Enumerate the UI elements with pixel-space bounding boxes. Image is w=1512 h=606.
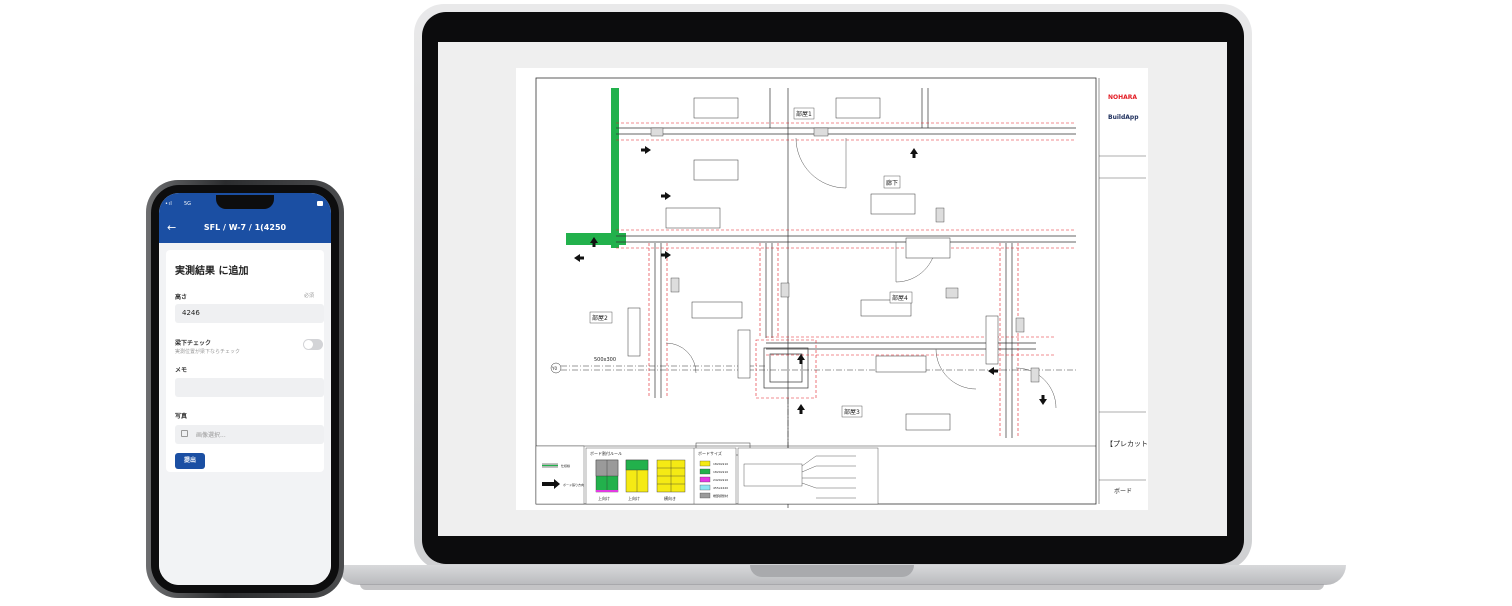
form-title: 実測結果 に追加 <box>175 266 249 277</box>
signal-icon: •ıl <box>165 201 173 207</box>
fall-check-toggle[interactable] <box>303 339 323 350</box>
room-label-corridor: 廊下 <box>886 179 898 187</box>
height-label: 高さ <box>175 294 188 301</box>
floor-plan-drawing: 500x300 Y0 X2 <box>535 77 1148 508</box>
phone-screen: •ıl 5G ← SFL / W-7 / 1(4250 実測結果 に追加 高さ … <box>159 193 331 585</box>
laptop-base-shadow <box>360 584 1324 590</box>
toggle-knob <box>304 340 313 349</box>
dynamic-island <box>216 195 274 209</box>
submit-button[interactable]: 提出 <box>175 453 205 469</box>
network-label: 5G <box>184 201 192 207</box>
battery-icon <box>317 201 323 206</box>
brand-company: NOHARA <box>1108 94 1137 101</box>
room-label-3: 部屋3 <box>844 408 860 416</box>
title-block-title: 【プレカット】 <box>1106 440 1148 448</box>
laptop-notch <box>750 565 914 577</box>
memo-input[interactable] <box>175 378 324 397</box>
app-bar-title: SFL / W-7 / 1(4250 <box>203 223 287 232</box>
image-icon <box>181 430 188 437</box>
photo-placeholder: 画像選択... <box>196 432 226 439</box>
legend-size-2: 1820x910 <box>713 470 728 474</box>
green-wall-vertical <box>611 88 619 248</box>
room-label-4: 部屋4 <box>892 294 908 302</box>
legend-rule-title: ボード割付ルール <box>590 450 622 456</box>
fall-check-hint: 実測位置が梁下ならチェック <box>175 349 241 355</box>
fall-check-label: 梁下チェック <box>175 340 212 347</box>
blueprint-sheet[interactable]: 500x300 Y0 X2 <box>516 68 1148 510</box>
legend-line-label: 仕様線 <box>561 463 570 468</box>
app-bar: ← SFL / W-7 / 1(4250 <box>159 215 331 243</box>
legend-size-1: 1820x910 <box>713 462 728 466</box>
photo-label: 写真 <box>175 413 188 420</box>
height-input[interactable]: 4246 <box>175 304 324 323</box>
legend-size-title: ボードサイズ <box>698 450 722 456</box>
legend-col-2: 上向け <box>628 495 640 501</box>
legend-size-5: 端部調整材 <box>713 493 728 498</box>
legend-size-4: 455x2420 <box>713 486 728 490</box>
legend-size-3: 2420x910 <box>713 478 728 482</box>
memo-label: メモ <box>175 367 188 374</box>
grid-label-y: Y0 <box>551 366 557 371</box>
legend-col-1: 上向け <box>598 495 610 501</box>
room-label-2: 部屋2 <box>592 314 608 322</box>
brand-app: BuildApp <box>1108 114 1139 121</box>
form-content: 実測結果 に追加 高さ 必須 4246 梁下チェック 実測位置が梁下ならチェック… <box>159 243 331 585</box>
required-badge: 必須 <box>303 293 314 299</box>
photo-picker[interactable]: 画像選択... <box>175 425 324 444</box>
back-arrow-icon[interactable]: ← <box>167 221 177 234</box>
legend-col-3: 横向き <box>664 495 676 501</box>
title-block-sheet: ボード <box>1114 487 1132 495</box>
dimension-label: 500x300 <box>594 357 616 363</box>
legend-arrow-label: ボード張り方向 <box>563 482 584 487</box>
room-label-1: 部屋1 <box>796 110 812 118</box>
form-card: 実測結果 に追加 高さ 必須 4246 梁下チェック 実測位置が梁下ならチェック… <box>166 250 324 472</box>
laptop-screen: 500x300 Y0 X2 <box>438 42 1227 536</box>
green-wall-horizontal <box>566 233 626 245</box>
legend-arrow-icon <box>542 479 560 489</box>
